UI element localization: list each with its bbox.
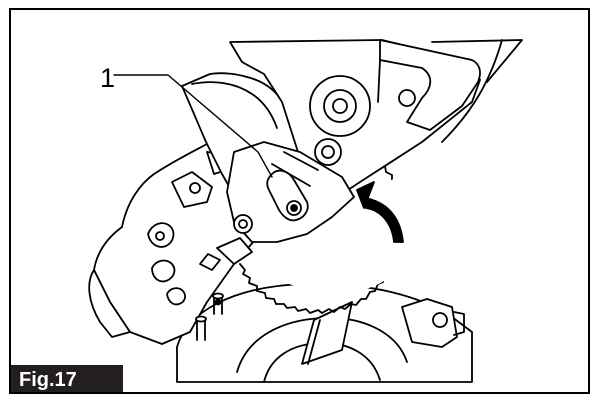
- figure-label: Fig.17: [11, 365, 123, 392]
- miter-saw-illustration: [88, 39, 523, 383]
- figure-frame: 1 Fig.17: [9, 8, 590, 394]
- motor-handle-left: [88, 269, 131, 338]
- rotation-arrow: [359, 196, 404, 243]
- handle-grip: [379, 39, 481, 131]
- callout-leader: [113, 74, 273, 178]
- kerf-plate: [301, 301, 353, 365]
- callout-number-1: 1: [100, 63, 116, 93]
